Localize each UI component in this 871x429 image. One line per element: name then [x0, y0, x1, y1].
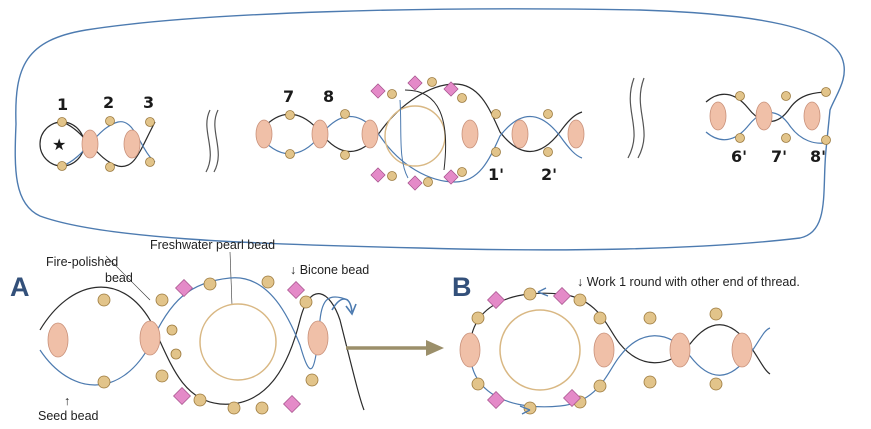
top-middle-group: 7 8 1' 2'	[256, 76, 584, 190]
step-arrow-icon	[346, 340, 444, 356]
fire-polished-label-2: bead	[105, 271, 133, 285]
bead-number-8-prime: 8'	[810, 147, 826, 166]
bicone-label: ↓ Bicone bead	[290, 263, 369, 277]
bead-number-6-prime: 6'	[731, 147, 747, 166]
panel-a: A Fire-polished bead Freshwater pearl be…	[10, 238, 369, 423]
bead-number-1: 1	[57, 95, 68, 114]
top-right-group: 6' 7' 8'	[706, 88, 831, 167]
panel-a-letter: A	[10, 272, 30, 302]
seed-bead-arrow: ↑	[64, 394, 70, 408]
seed-bead-label: Seed bead	[38, 409, 99, 423]
bead-number-7-prime: 7'	[771, 147, 787, 166]
break-mark-icon	[206, 110, 218, 172]
freshwater-pearl-label: Freshwater pearl bead	[150, 238, 275, 252]
bead-number-3: 3	[143, 93, 154, 112]
panel-b-note: ↓ Work 1 round with other end of thread.	[577, 275, 800, 289]
top-left-group: ★ 1 2 3	[40, 93, 155, 172]
bead-number-7: 7	[283, 87, 294, 106]
star-marker: ★	[52, 135, 66, 154]
panel-b-letter: B	[452, 272, 472, 302]
bead-number-2: 2	[103, 93, 114, 112]
bead-number-1-prime: 1'	[488, 165, 504, 184]
bead-number-2-prime: 2'	[541, 165, 557, 184]
break-mark-icon	[628, 78, 644, 158]
top-diagram: ★ 1 2 3	[15, 9, 844, 250]
panel-b: B ↓ Work 1 round with other end of threa…	[452, 272, 800, 414]
thread-direction-arrows	[520, 288, 548, 414]
curved-arrow-icon	[332, 299, 356, 314]
bead-number-8: 8	[323, 87, 334, 106]
